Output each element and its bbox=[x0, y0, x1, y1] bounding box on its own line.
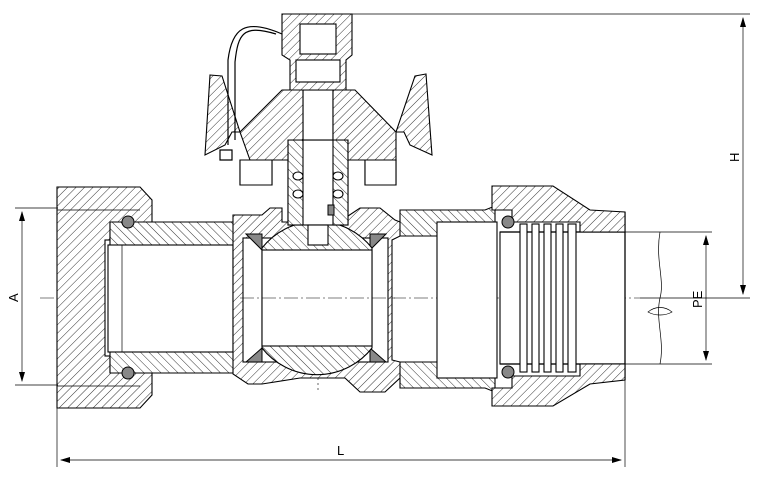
valve-ball bbox=[240, 220, 395, 376]
dimension-pe: PE bbox=[625, 231, 712, 365]
valve-cap bbox=[227, 13, 353, 145]
valve-handle bbox=[204, 73, 433, 186]
valve-stem bbox=[287, 89, 349, 246]
dimension-l: L bbox=[56, 380, 626, 467]
left-tail-piece bbox=[107, 215, 236, 380]
dimension-pe-label: PE bbox=[690, 290, 705, 308]
dimension-l-label: L bbox=[337, 443, 344, 458]
dimension-a-label: A bbox=[6, 293, 21, 302]
dimension-h-label: H bbox=[727, 153, 742, 162]
dimension-a: A bbox=[6, 207, 58, 386]
dimension-h: H bbox=[352, 13, 750, 299]
right-compression-nut bbox=[491, 185, 626, 407]
